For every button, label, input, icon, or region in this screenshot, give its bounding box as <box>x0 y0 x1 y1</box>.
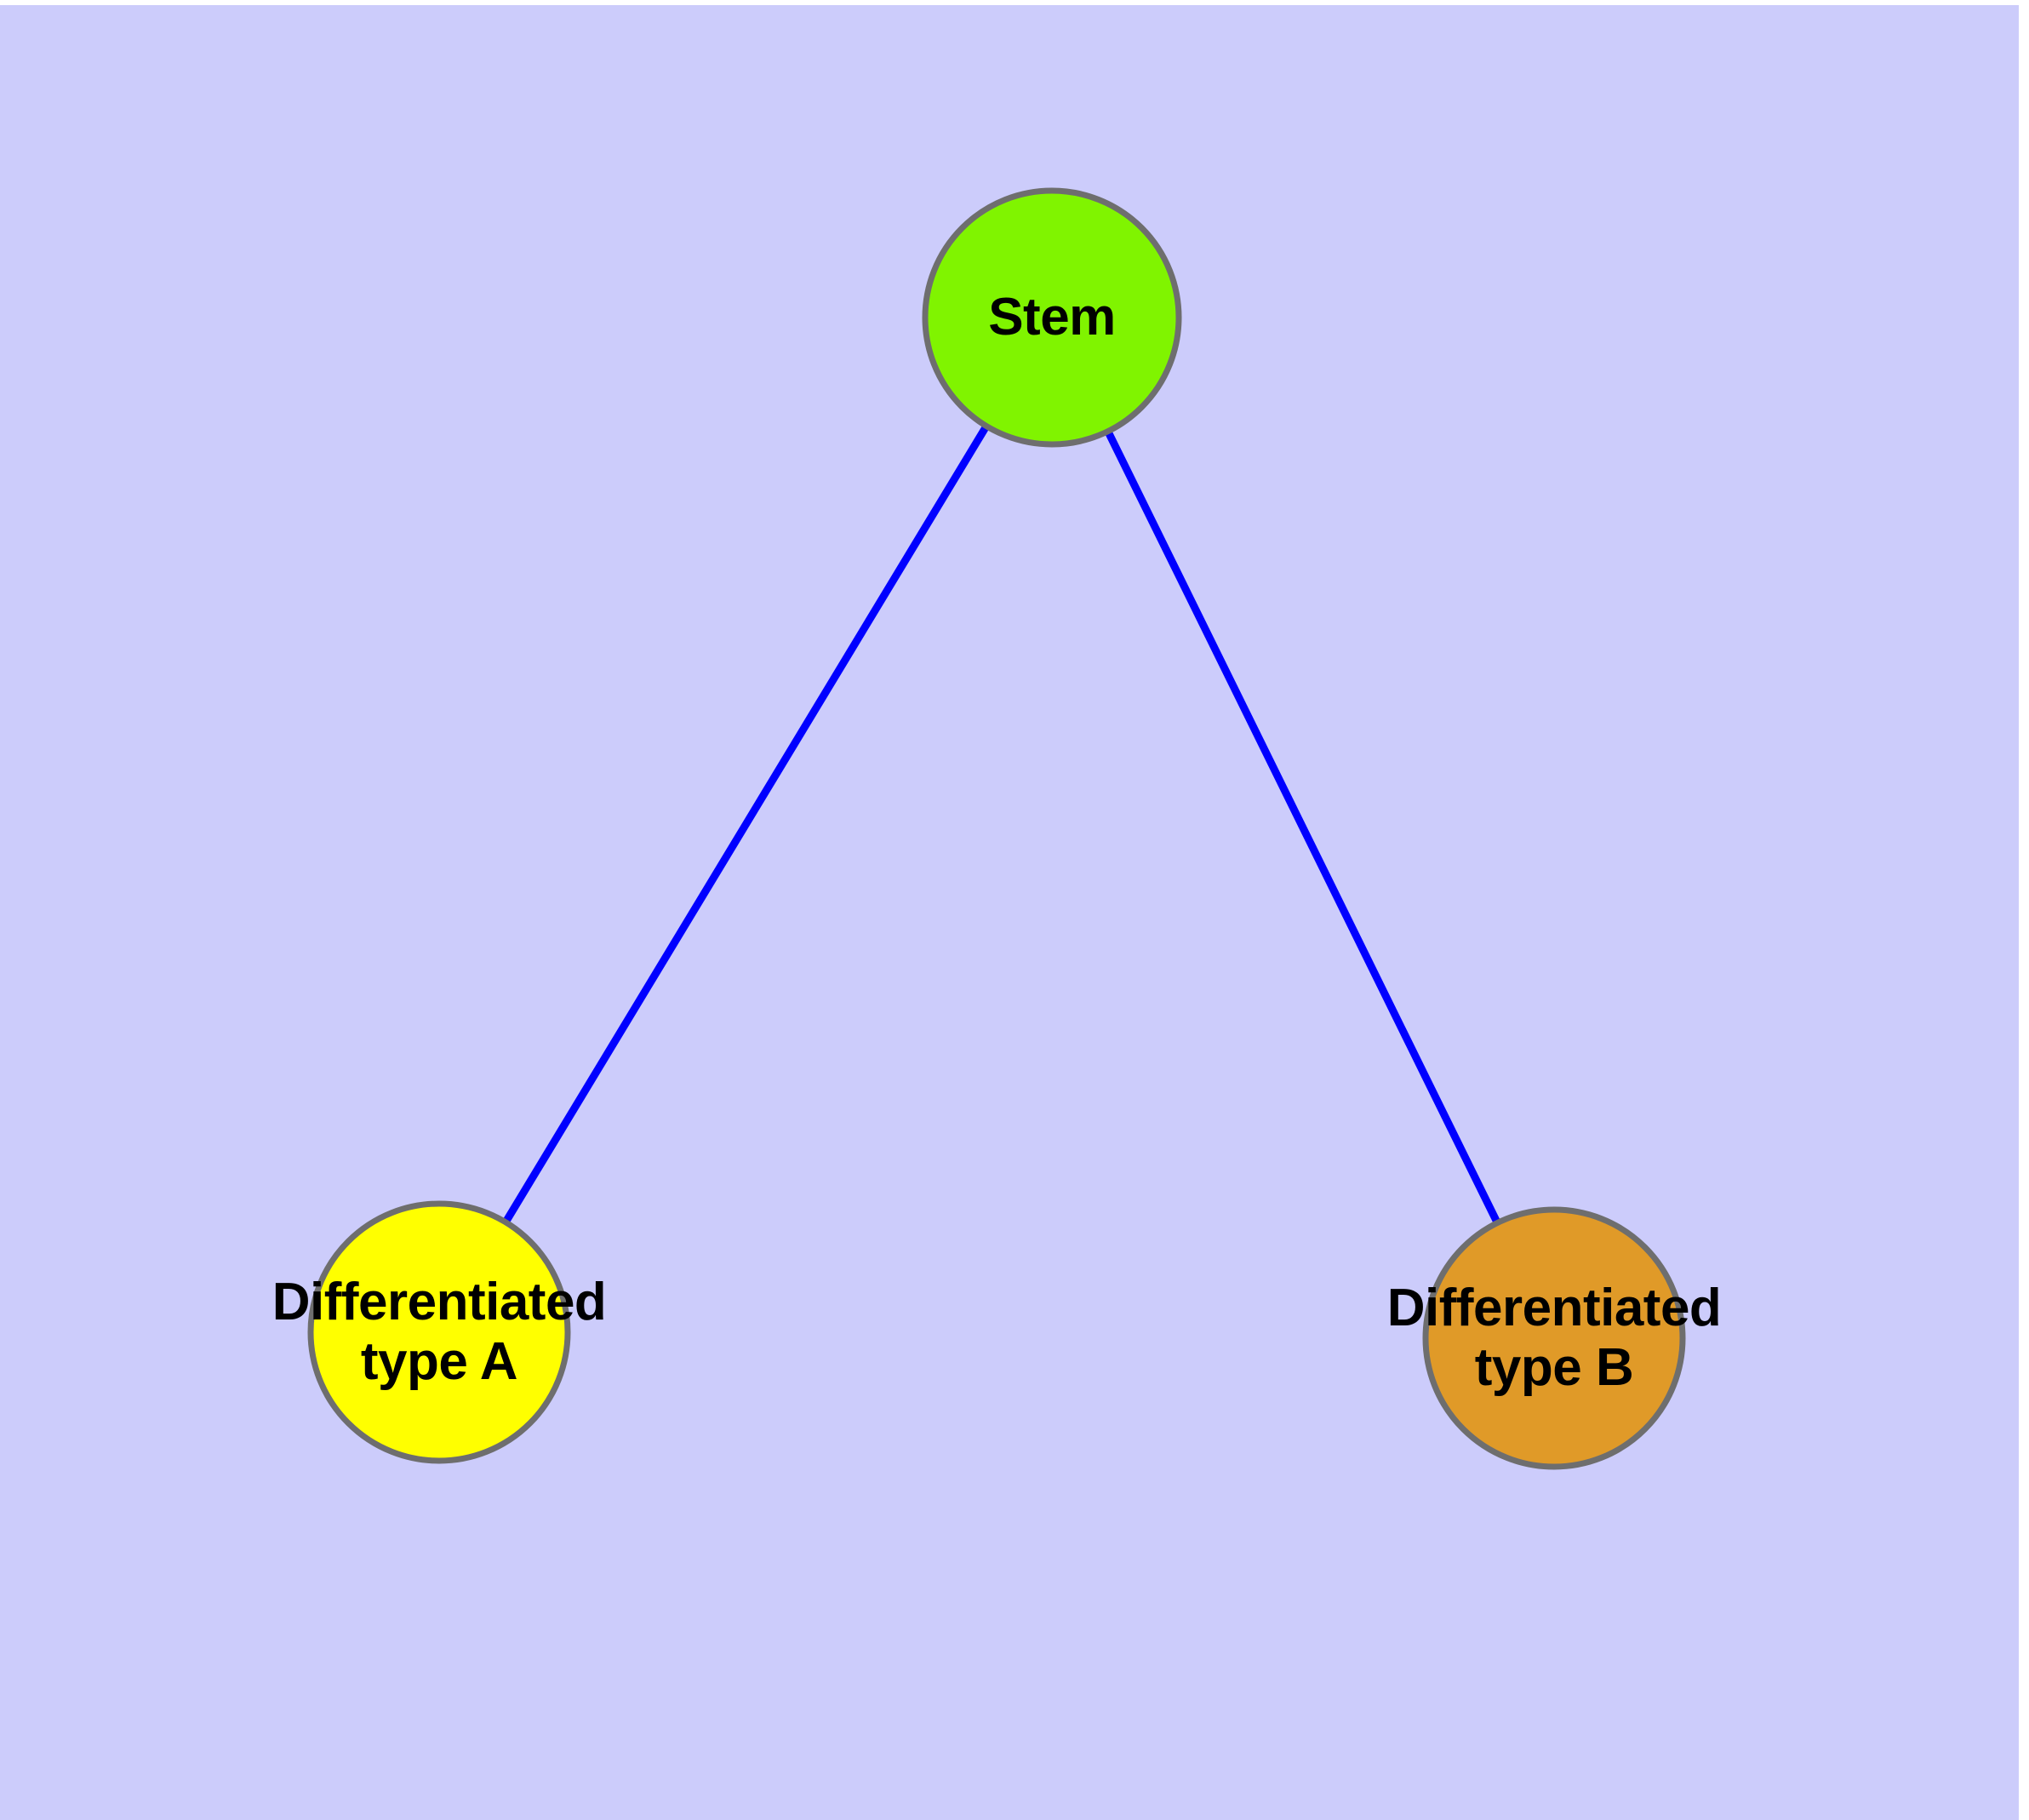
graph-node-diff_b[interactable] <box>1422 1206 1686 1470</box>
graph-node-stem[interactable] <box>922 187 1182 448</box>
graph-edge-stem-to-diff_b <box>1048 316 1558 1340</box>
graph-edge-stem-to-diff_a <box>436 315 1055 1335</box>
graph-node-diff_a[interactable] <box>307 1200 571 1464</box>
